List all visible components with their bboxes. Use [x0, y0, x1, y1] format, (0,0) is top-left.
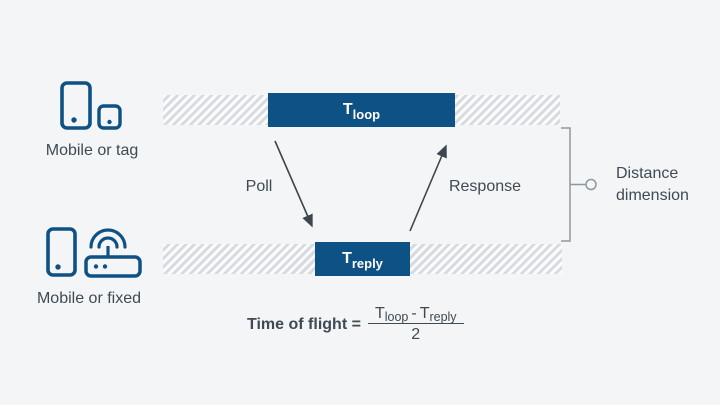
top-device-label: Mobile or tag — [45, 142, 139, 159]
formula-denominator: 2 — [411, 326, 421, 343]
t-reply-sub: reply — [351, 255, 383, 271]
formula-operator: - — [411, 305, 417, 322]
formula-t1: T — [374, 305, 385, 322]
mobile-phone-icon — [46, 227, 78, 283]
dimension-circle — [585, 178, 597, 191]
bottom-device-label: Mobile or fixed — [36, 290, 142, 307]
distance-dimension-label: Distance dimension — [616, 163, 689, 207]
formula-t2-sub: reply — [429, 310, 457, 324]
formula-t1-sub: loop — [384, 310, 409, 324]
formula-t2: T — [419, 305, 430, 322]
t-loop-sub: loop — [352, 106, 381, 122]
mobile-phone-icon — [60, 81, 94, 136]
router-icon — [83, 227, 145, 284]
dimension-bracket — [561, 127, 571, 242]
t-loop-main: T — [342, 101, 353, 118]
distance-dimension-line2: dimension — [616, 187, 689, 204]
t-reply-main: T — [342, 250, 352, 267]
distance-dimension-line1: Distance — [616, 165, 679, 182]
time-of-flight-formula: Time of flight = Tloop-Treply 2 — [247, 305, 464, 344]
fraction-line — [367, 323, 464, 324]
formula-fraction: Tloop-Treply 2 — [367, 305, 464, 344]
tag-icon — [97, 104, 122, 135]
response-label: Response — [448, 178, 522, 195]
formula-lhs: Time of flight = — [247, 315, 361, 333]
formula-numerator: Tloop-Treply — [368, 305, 464, 326]
poll-label: Poll — [245, 178, 273, 195]
